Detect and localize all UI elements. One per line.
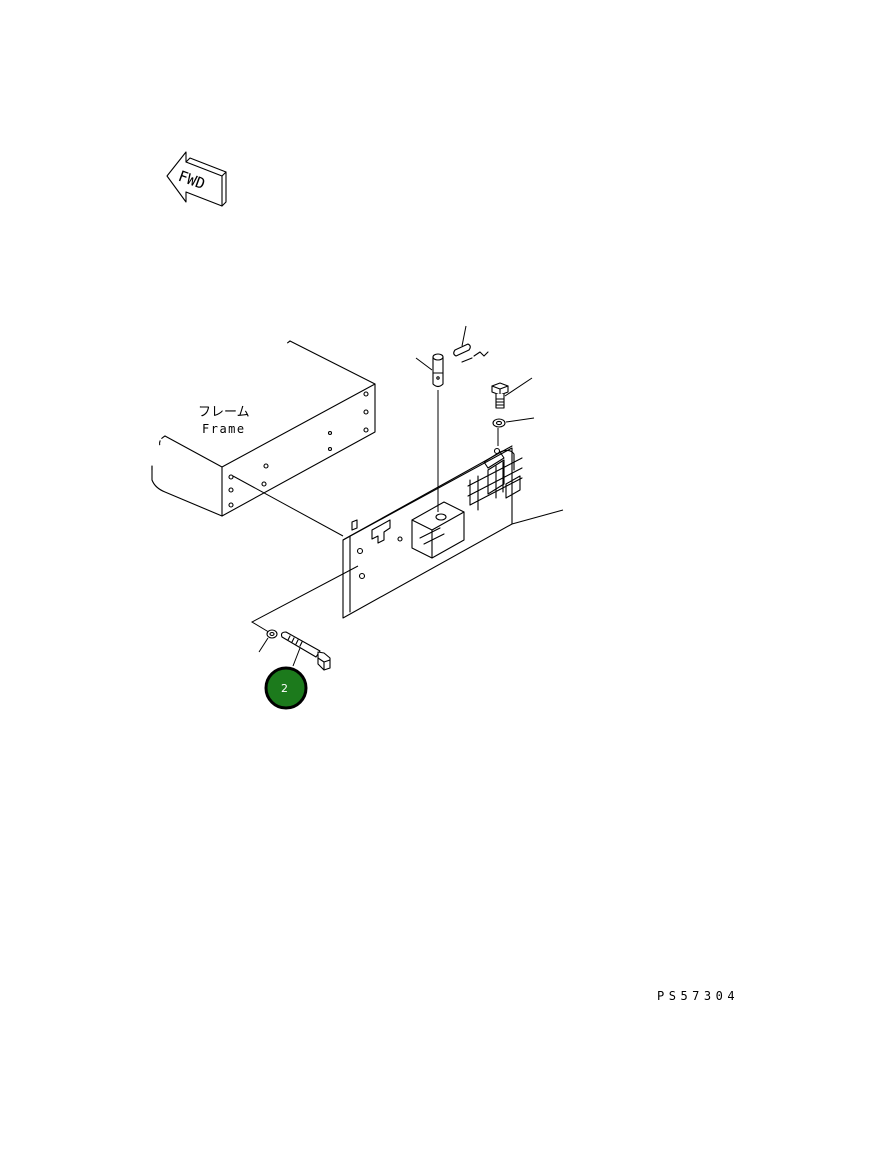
callout-number: 2 bbox=[281, 682, 288, 695]
fwd-label: FWD bbox=[176, 167, 208, 193]
plate-leader bbox=[511, 509, 564, 525]
bolt-align-line bbox=[250, 565, 359, 635]
callout-badge-2[interactable]: 2 bbox=[264, 666, 308, 710]
frame-label-jp: フレーム bbox=[198, 405, 250, 420]
pin-part bbox=[415, 353, 444, 512]
bolt-part-bottom bbox=[280, 631, 331, 671]
washer-part-top bbox=[492, 417, 535, 446]
frame-align-line bbox=[232, 475, 344, 537]
cotter-pin-part bbox=[453, 325, 489, 363]
frame-label-en: Frame bbox=[202, 422, 246, 436]
fwd-arrow-icon: FWD bbox=[166, 151, 227, 207]
bolt-part-top bbox=[491, 377, 533, 409]
frame-box bbox=[151, 340, 376, 517]
washer-part-bottom bbox=[258, 629, 278, 653]
bracket-plate bbox=[342, 445, 523, 619]
drawing-code: PS57304 bbox=[657, 989, 739, 1003]
